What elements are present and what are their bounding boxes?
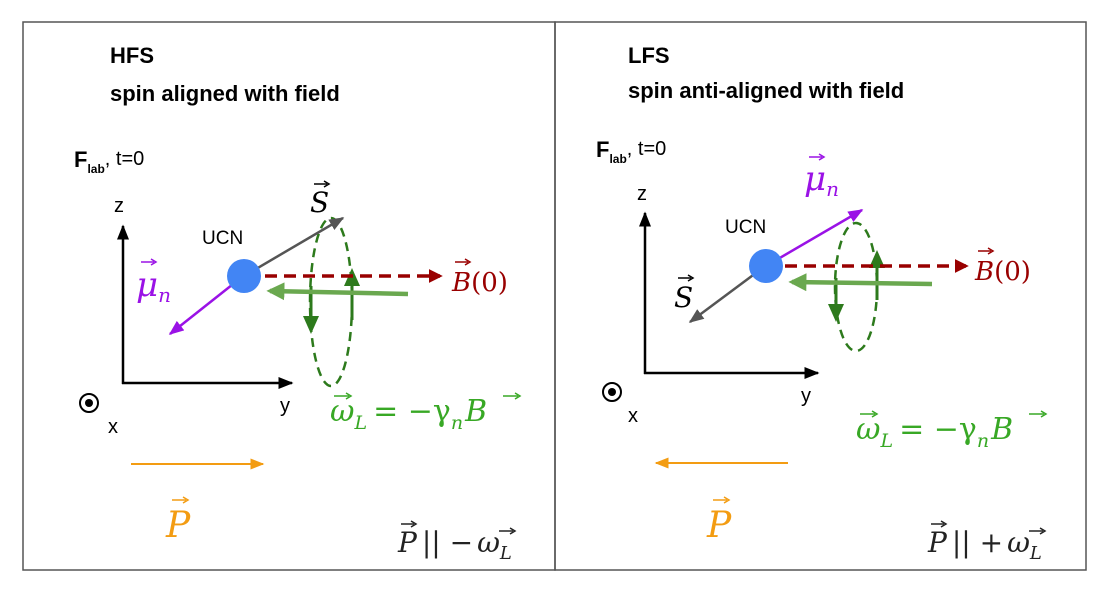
spin-vector-bar bbox=[678, 274, 695, 282]
ucn-label: UCN bbox=[725, 217, 766, 238]
ucn-label: UCN bbox=[202, 228, 243, 249]
dot-in-circle-icon bbox=[602, 382, 622, 402]
relation-label: P|| −ωL bbox=[397, 526, 512, 564]
x-axis-label: x bbox=[108, 416, 118, 438]
field-label: B(0) bbox=[974, 257, 1031, 287]
moment-vector-bar bbox=[141, 258, 158, 266]
field-label: B(0) bbox=[451, 268, 508, 298]
polarization-vector-bar bbox=[713, 496, 731, 504]
spin-arrow bbox=[688, 265, 765, 324]
relation-vector-bars bbox=[931, 520, 1047, 535]
omega-arrow bbox=[788, 273, 933, 292]
z-axis-label: z bbox=[114, 195, 124, 217]
polarization-vector-bar bbox=[172, 496, 190, 504]
ucn-particle bbox=[227, 259, 261, 293]
moment-vector-bar bbox=[809, 153, 826, 161]
precession-ellipse bbox=[308, 216, 354, 388]
moment-label: μn bbox=[804, 159, 839, 201]
spin-vector-bar bbox=[314, 180, 331, 188]
relation-label: P|| +ωL bbox=[927, 526, 1042, 564]
frame-label: Flab, t=0 bbox=[74, 147, 144, 176]
polarization-label: P bbox=[165, 505, 191, 546]
panel-hfs: HFS spin aligned with field Flab, t=0 z … bbox=[22, 21, 556, 571]
moment-label: μn bbox=[136, 265, 171, 307]
relation-vector-bars bbox=[401, 520, 517, 535]
spin-label: S bbox=[674, 281, 693, 314]
frame-label: Flab, t=0 bbox=[596, 137, 666, 166]
omega-vector-bars bbox=[334, 392, 522, 400]
omega-equation: ωL= −γnB bbox=[330, 394, 487, 434]
panel-title: LFS bbox=[628, 43, 670, 68]
panel-subtitle: spin anti-aligned with field bbox=[628, 78, 904, 103]
y-axis-label: y bbox=[801, 385, 811, 407]
precession-ellipse bbox=[833, 221, 879, 353]
x-axis-label: x bbox=[628, 405, 638, 427]
omega-vector-bars bbox=[860, 410, 1048, 418]
field-vector-bar bbox=[455, 258, 472, 266]
field-vector-bar bbox=[978, 247, 995, 255]
spin-arrow bbox=[243, 216, 345, 278]
panel-subtitle: spin aligned with field bbox=[110, 81, 340, 106]
dot-in-circle-icon bbox=[79, 393, 99, 413]
y-axis-label: y bbox=[280, 395, 290, 417]
ucn-particle bbox=[749, 249, 783, 283]
z-axis-label: z bbox=[637, 183, 647, 205]
panel-lfs: LFS spin anti-aligned with field Flab, t… bbox=[554, 21, 1087, 571]
omega-arrow bbox=[266, 282, 409, 301]
moment-arrow bbox=[168, 276, 243, 335]
panel-frame bbox=[554, 21, 1087, 571]
spin-label: S bbox=[310, 186, 329, 219]
omega-equation: ωL= −γnB bbox=[856, 412, 1013, 452]
moment-arrow bbox=[765, 208, 864, 268]
polarization-label: P bbox=[706, 505, 732, 546]
panel-title: HFS bbox=[110, 43, 154, 68]
